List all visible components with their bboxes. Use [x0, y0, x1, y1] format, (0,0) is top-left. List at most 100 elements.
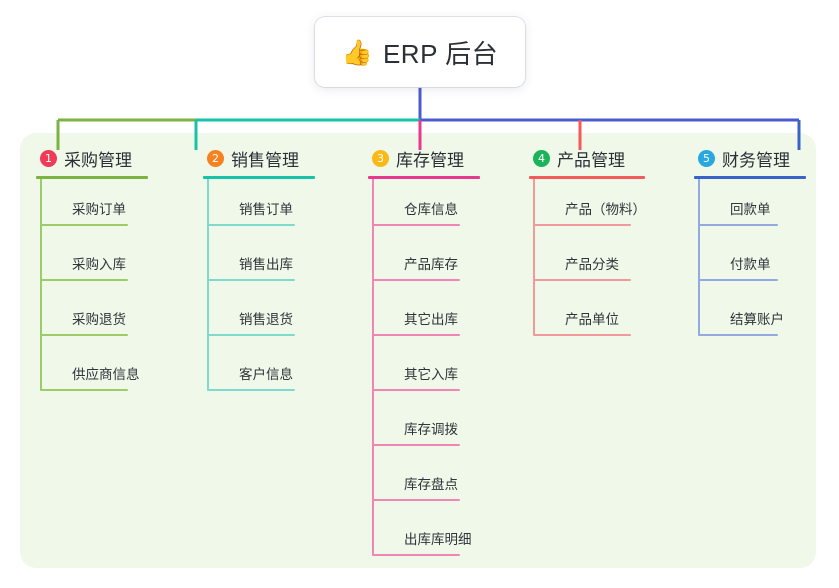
branch-header-underline [529, 176, 645, 179]
branch-header-underline [203, 176, 315, 179]
leaf-node-underline [533, 334, 631, 336]
leaf-node[interactable]: 付款单 [694, 234, 839, 289]
leaf-node-underline [207, 224, 295, 226]
leaf-node-underline [372, 499, 460, 501]
root-node-title: ERP 后台 [382, 38, 499, 69]
branch-column-4: 4 产品管理产品（物料） 产品分类产品单位 [529, 146, 699, 344]
leaf-node[interactable]: 采购入库 [36, 234, 196, 289]
leaf-node-underline [372, 279, 460, 281]
diagram-background-panel [20, 133, 816, 568]
branch-trunk-line [533, 179, 535, 335]
leaf-node[interactable]: 其它出库 [368, 289, 528, 344]
branch-index-badge: 2 [207, 149, 224, 167]
leaf-node-label: 库存调拨 [404, 422, 458, 437]
leaf-node[interactable]: 出库库明细 [368, 509, 528, 564]
branch-index-badge: 3 [372, 149, 389, 167]
leaf-node-label: 销售退货 [239, 312, 293, 327]
branch-index-badge: 5 [698, 149, 715, 167]
leaf-node[interactable]: 采购退货 [36, 289, 196, 344]
root-node[interactable]: 👍 ERP 后台 [315, 17, 525, 87]
branch-header-4[interactable]: 4 产品管理 [529, 146, 699, 170]
branch-trunk-line [372, 179, 374, 555]
leaf-node-label: 产品库存 [404, 257, 458, 272]
leaf-node-underline [698, 334, 778, 336]
thumbs-up-icon: 👍 [341, 38, 373, 67]
leaf-node[interactable]: 库存调拨 [368, 399, 528, 454]
leaf-node-underline [698, 224, 778, 226]
branch-column-1: 1 采购管理采购订单采购入库采购退货供应商信息 [36, 146, 196, 399]
branch-column-3: 3 库存管理仓库信息产品库存其它出库其它入库库存调拨库存盘点出库库明细 [368, 146, 528, 564]
leaf-node[interactable]: 销售退货 [203, 289, 363, 344]
leaf-node-label: 采购订单 [72, 202, 126, 217]
branch-title: 库存管理 [396, 150, 464, 170]
leaf-node-label: 付款单 [730, 257, 771, 272]
leaf-node[interactable]: 结算账户 [694, 289, 839, 344]
leaf-node-label: 回款单 [730, 202, 771, 217]
leaf-node-underline [40, 279, 128, 281]
leaf-node[interactable]: 仓库信息 [368, 179, 528, 234]
leaf-node[interactable]: 产品分类 [529, 234, 699, 289]
branch-header-underline [368, 176, 480, 179]
branch-index-badge: 4 [533, 149, 550, 167]
leaf-node-label: 其它出库 [404, 312, 458, 327]
leaf-node[interactable]: 销售订单 [203, 179, 363, 234]
leaf-node-underline [40, 389, 128, 391]
leaf-node-underline [698, 279, 778, 281]
leaf-node-underline [533, 279, 631, 281]
leaf-node-label: 采购入库 [72, 257, 126, 272]
branch-children: 采购订单采购入库采购退货供应商信息 [36, 179, 196, 399]
leaf-node[interactable]: 产品库存 [368, 234, 528, 289]
leaf-node-label: 出库库明细 [404, 532, 472, 547]
branch-title: 财务管理 [722, 150, 790, 170]
leaf-node-underline [372, 224, 460, 226]
leaf-node[interactable]: 库存盘点 [368, 454, 528, 509]
branch-column-5: 5 财务管理回款单付款单结算账户 [694, 146, 839, 344]
leaf-node-label: 产品分类 [565, 257, 619, 272]
leaf-node-label: 仓库信息 [404, 202, 458, 217]
leaf-node-underline [40, 224, 128, 226]
leaf-node-label: 其它入库 [404, 367, 458, 382]
leaf-node-label: 采购退货 [72, 312, 126, 327]
branch-title: 销售管理 [231, 150, 299, 170]
leaf-node-label: 产品单位 [565, 312, 619, 327]
branch-title: 产品管理 [557, 150, 625, 170]
branch-header-1[interactable]: 1 采购管理 [36, 146, 196, 170]
branch-header-underline [36, 176, 148, 179]
leaf-node-underline [372, 334, 460, 336]
branch-trunk-line [40, 179, 42, 390]
leaf-node-underline [372, 444, 460, 446]
leaf-node[interactable]: 客户信息 [203, 344, 363, 399]
leaf-node[interactable]: 回款单 [694, 179, 839, 234]
branch-column-2: 2 销售管理销售订单销售出库销售退货客户信息 [203, 146, 363, 399]
leaf-node[interactable]: 产品单位 [529, 289, 699, 344]
leaf-node-label: 客户信息 [239, 367, 293, 382]
branch-header-5[interactable]: 5 财务管理 [694, 146, 839, 170]
leaf-node[interactable]: 销售出库 [203, 234, 363, 289]
branch-children: 回款单付款单结算账户 [694, 179, 839, 344]
leaf-node-underline [207, 334, 295, 336]
leaf-node-underline [533, 224, 631, 226]
leaf-node-label: 产品（物料） [565, 202, 646, 217]
leaf-node-underline [372, 389, 460, 391]
branch-title: 采购管理 [64, 150, 132, 170]
leaf-node-label: 供应商信息 [72, 367, 140, 382]
leaf-node[interactable]: 产品（物料） [529, 179, 699, 234]
leaf-node[interactable]: 其它入库 [368, 344, 528, 399]
leaf-node-underline [372, 554, 460, 556]
branch-children: 产品（物料） 产品分类产品单位 [529, 179, 699, 344]
branch-header-2[interactable]: 2 销售管理 [203, 146, 363, 170]
leaf-node-label: 库存盘点 [404, 477, 458, 492]
leaf-node-underline [207, 279, 295, 281]
leaf-node-underline [207, 389, 295, 391]
leaf-node-label: 销售订单 [239, 202, 293, 217]
leaf-node-underline [40, 334, 128, 336]
branch-header-3[interactable]: 3 库存管理 [368, 146, 528, 170]
leaf-node[interactable]: 供应商信息 [36, 344, 196, 399]
branch-index-badge: 1 [40, 149, 57, 167]
branch-children: 仓库信息产品库存其它出库其它入库库存调拨库存盘点出库库明细 [368, 179, 528, 564]
branch-trunk-line [207, 179, 209, 390]
leaf-node-label: 销售出库 [239, 257, 293, 272]
leaf-node[interactable]: 采购订单 [36, 179, 196, 234]
branch-header-underline [694, 176, 806, 179]
